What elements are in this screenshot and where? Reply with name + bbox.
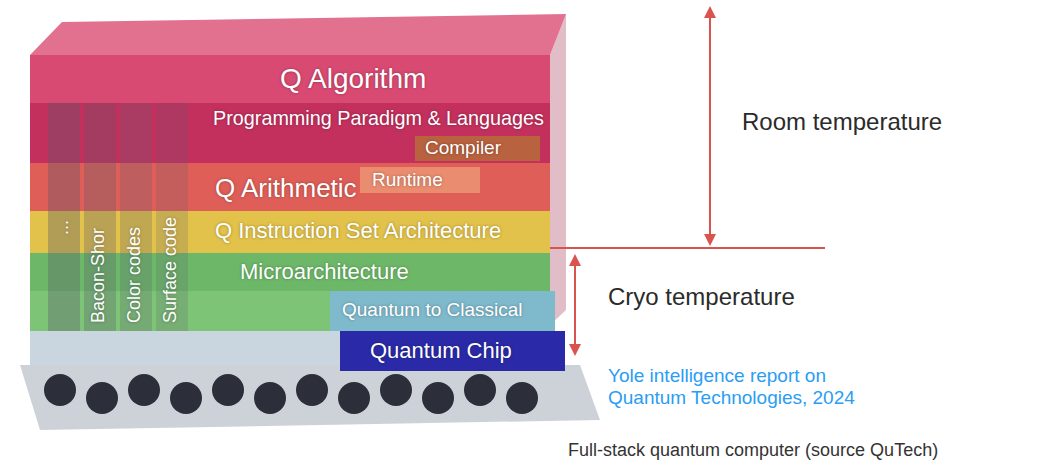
qubit-sphere	[464, 374, 496, 406]
sub-block: Compiler	[415, 136, 540, 161]
code-column: ...	[48, 103, 80, 331]
arrow-head	[704, 6, 716, 18]
room-range-line	[709, 12, 711, 242]
qubit-sphere	[86, 382, 118, 414]
side-face	[550, 14, 566, 325]
layer-label: Q Arithmetic	[215, 173, 357, 204]
layer-label: Quantum Chip	[370, 338, 512, 364]
layer-label: Q Algorithm	[280, 63, 426, 95]
layer-label: Quantum to Classical	[342, 299, 523, 321]
qubit-sphere	[422, 382, 454, 414]
column-label: ...	[52, 220, 73, 235]
layer-label: Microarchitecture	[240, 259, 409, 285]
layer-label: Q Instruction Set Architecture	[215, 218, 501, 244]
temperature-label: Room temperature	[742, 108, 1042, 136]
divider-line	[540, 247, 825, 249]
column-label: Color codes	[124, 227, 145, 323]
source-note: Yole intelligence report on Quantum Tech…	[608, 365, 868, 409]
column-label: Surface code	[160, 217, 181, 323]
sub-block: Runtime	[360, 167, 480, 193]
top-face	[30, 14, 566, 55]
qubit-sphere	[254, 382, 286, 414]
base-slab	[20, 365, 600, 430]
cryo-range-line	[574, 260, 576, 350]
qubit-sphere	[170, 382, 202, 414]
qubit-sphere	[212, 374, 244, 406]
qubit-sphere	[128, 374, 160, 406]
layer-band: Q Algorithm	[30, 55, 550, 103]
layer-band: Quantum Chip	[340, 331, 565, 371]
layer-label: Programming Paradigm & Languages	[213, 107, 544, 130]
qubit-sphere	[380, 374, 412, 406]
qubit-sphere	[44, 374, 76, 406]
column-label: Bacon-Shor	[88, 228, 109, 323]
layer-label: Compiler	[425, 137, 501, 159]
caption: Full-stack quantum computer (source QuTe…	[568, 440, 938, 461]
qubit-spheres	[44, 374, 538, 414]
code-column: Bacon-Shor	[84, 103, 116, 331]
temperature-label: Cryo temperature	[608, 283, 908, 311]
code-column: Color codes	[120, 103, 152, 331]
qubit-sphere	[506, 382, 538, 414]
arrow-head	[569, 254, 581, 266]
substrate-strip	[30, 331, 340, 365]
arrow-head	[569, 344, 581, 356]
qubit-sphere	[338, 382, 370, 414]
arrow-head	[704, 234, 716, 246]
layer-band: Quantum to Classical	[330, 291, 555, 331]
code-column: Surface code	[156, 103, 188, 331]
layer-label: Runtime	[372, 169, 443, 191]
qubit-sphere	[296, 374, 328, 406]
